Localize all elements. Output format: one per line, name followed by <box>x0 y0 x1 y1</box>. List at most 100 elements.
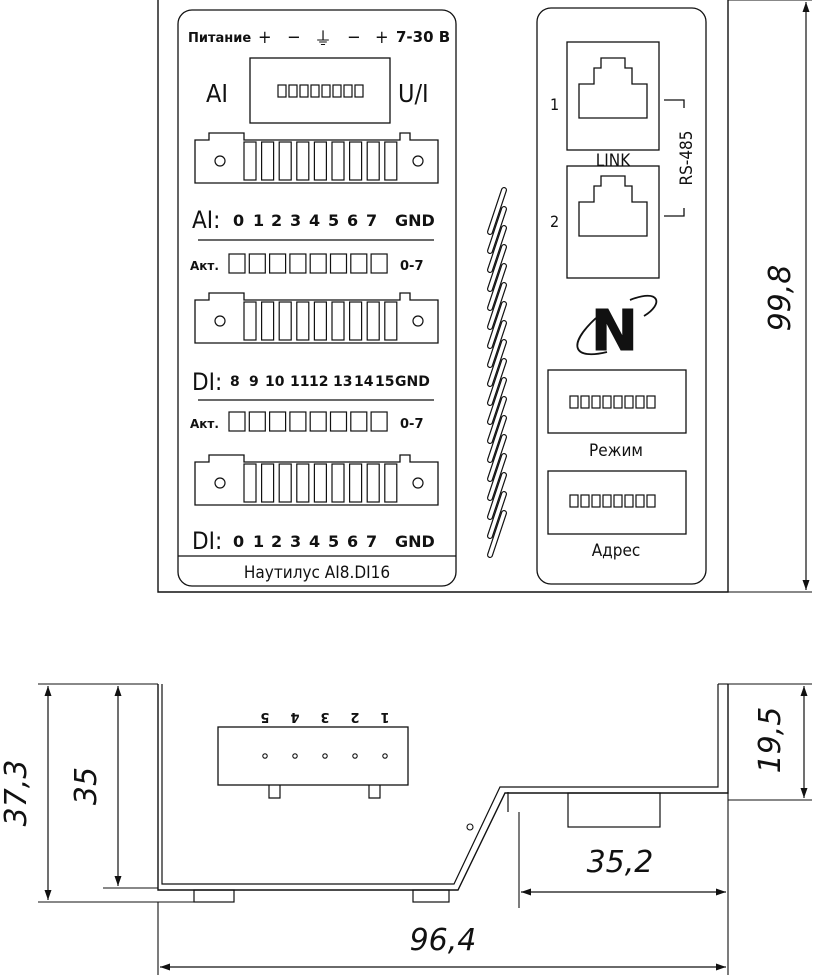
ai-channel-label: 4 <box>309 211 320 230</box>
dip-switch-ai-ui-cell <box>332 84 342 98</box>
ai-channel-label: 3 <box>290 211 301 230</box>
dip-switch-ai-ui <box>249 57 391 124</box>
terminal-block-2-pin-slot <box>243 301 257 341</box>
akt-row-1-led <box>289 253 307 274</box>
terminal-block-3-pin-slot <box>278 463 292 503</box>
terminal-block-2-pin-slot <box>296 301 310 341</box>
di-row2-channel-label: 0 <box>233 532 244 551</box>
akt-label-2: Акт. <box>190 417 219 431</box>
terminal-block-1 <box>194 132 439 184</box>
di-row2-channel-label: 7 <box>366 532 377 551</box>
akt-row-1-led <box>269 253 287 274</box>
vent-slot-inner <box>488 378 506 424</box>
power-minus-2: − <box>347 27 361 48</box>
terminal-block-3-pin-slot <box>261 463 275 503</box>
terminal-block-1-pin-slot <box>366 141 380 181</box>
akt-row-2-led <box>350 411 368 432</box>
address-dip-switch-cell <box>635 494 645 508</box>
power-plus-2: + <box>375 27 389 48</box>
di-row1-channel-label: 8 <box>230 374 240 390</box>
address-dip-switch-cell <box>580 494 590 508</box>
dim-step-height: 19,5 <box>753 707 788 774</box>
mode-dip-switch-cell <box>569 395 579 409</box>
address-dip-switch-cell <box>624 494 634 508</box>
terminal-block-2-pin-slot <box>331 301 345 341</box>
address-dip-switch <box>547 470 687 535</box>
vent-slot-inner <box>488 340 506 386</box>
akt-row-1-led <box>248 253 266 274</box>
mode-dip-switch-cell <box>613 395 623 409</box>
screw-hole <box>466 823 474 831</box>
akt-label-1: Акт. <box>190 259 219 273</box>
di-row1-channel-label: 9 <box>249 374 259 390</box>
dip-switch-ai-ui-cell <box>310 84 320 98</box>
terminal-block-2-screw-right <box>412 315 424 327</box>
left-panel <box>177 9 457 587</box>
ai-channel-label: 5 <box>328 211 339 230</box>
dip-switch-ai-ui-cell <box>321 84 331 98</box>
mode-dip-switch-cell <box>624 395 634 409</box>
connector-pin-label: 5 <box>260 709 269 724</box>
dim-body-height: 35 <box>69 767 104 805</box>
mode-dip-switch-cell <box>646 395 656 409</box>
ai-channel-label: 7 <box>366 211 377 230</box>
device-name: Наутилус AI8.DI16 <box>244 563 390 583</box>
akt-row-2-led <box>228 411 246 432</box>
side-connector-pins <box>262 753 388 759</box>
di-row2-channel-label: 4 <box>309 532 320 551</box>
vent-slot-inner <box>488 188 506 234</box>
terminal-block-3-pin-slot <box>313 463 327 503</box>
akt-row-1-led <box>370 253 388 274</box>
connector-pin <box>382 753 388 759</box>
akt-range-2: 0-7 <box>400 417 424 432</box>
front-body-outline <box>157 0 729 593</box>
terminal-block-1-pin-slot <box>313 141 327 181</box>
akt-led-row-1 <box>228 253 388 274</box>
di-row2-channel-label: 3 <box>290 532 301 551</box>
di-row2-channel-label: 2 <box>271 532 282 551</box>
dip-switch-ai-ui-cell <box>288 84 298 98</box>
mode-dip-switch <box>547 369 687 434</box>
dim-total-width: 96,4 <box>410 923 477 958</box>
power-minus-1: − <box>287 27 301 48</box>
mode-label: Режим <box>589 441 643 461</box>
dip-switch-ai-ui-cell <box>277 84 287 98</box>
di-row1-channel-label: 15 <box>375 374 394 390</box>
akt-row-2-led <box>309 411 327 432</box>
address-dip-switch-cells <box>569 494 656 508</box>
foot-left <box>193 889 235 903</box>
rj45-port-1 <box>566 41 660 151</box>
vent-slot-inner <box>488 492 506 538</box>
terminal-block-3 <box>194 454 439 506</box>
vent-slot-inner <box>488 207 506 253</box>
ai-label: AI <box>206 79 228 108</box>
ai-channel-label: 1 <box>253 211 264 230</box>
terminal-block-1-pin-slot <box>349 141 363 181</box>
akt-row-2-led <box>248 411 266 432</box>
ai-channel-label: 6 <box>347 211 358 230</box>
port1-label: 1 <box>550 95 559 114</box>
di-row2-channel-label: 1 <box>253 532 264 551</box>
rs485-bracket <box>664 99 685 217</box>
vent-slot-inner <box>488 416 506 462</box>
vent-slot-inner <box>488 511 506 557</box>
connector-pin-label: 1 <box>380 709 389 724</box>
terminal-block-3-screw-left <box>214 477 226 489</box>
terminal-block-2-pin-slot <box>278 301 292 341</box>
ai-channel-label: GND <box>395 211 435 230</box>
akt-row-2-led <box>289 411 307 432</box>
dip-switch-ai-ui-cell <box>354 84 364 98</box>
terminal-block-3-housing <box>194 454 439 506</box>
di-row1-channel-label: 13 <box>333 374 352 390</box>
dip-switch-ai-ui-cells <box>277 84 364 98</box>
side-outline-inner <box>161 684 719 885</box>
address-dip-switch-cell <box>591 494 601 508</box>
akt-row-1-led <box>329 253 348 274</box>
ai-row-prefix: AI: <box>192 206 220 234</box>
vent-slot-inner <box>488 435 506 481</box>
port2-label: 2 <box>550 212 559 231</box>
vent-slot-inner <box>488 359 506 405</box>
